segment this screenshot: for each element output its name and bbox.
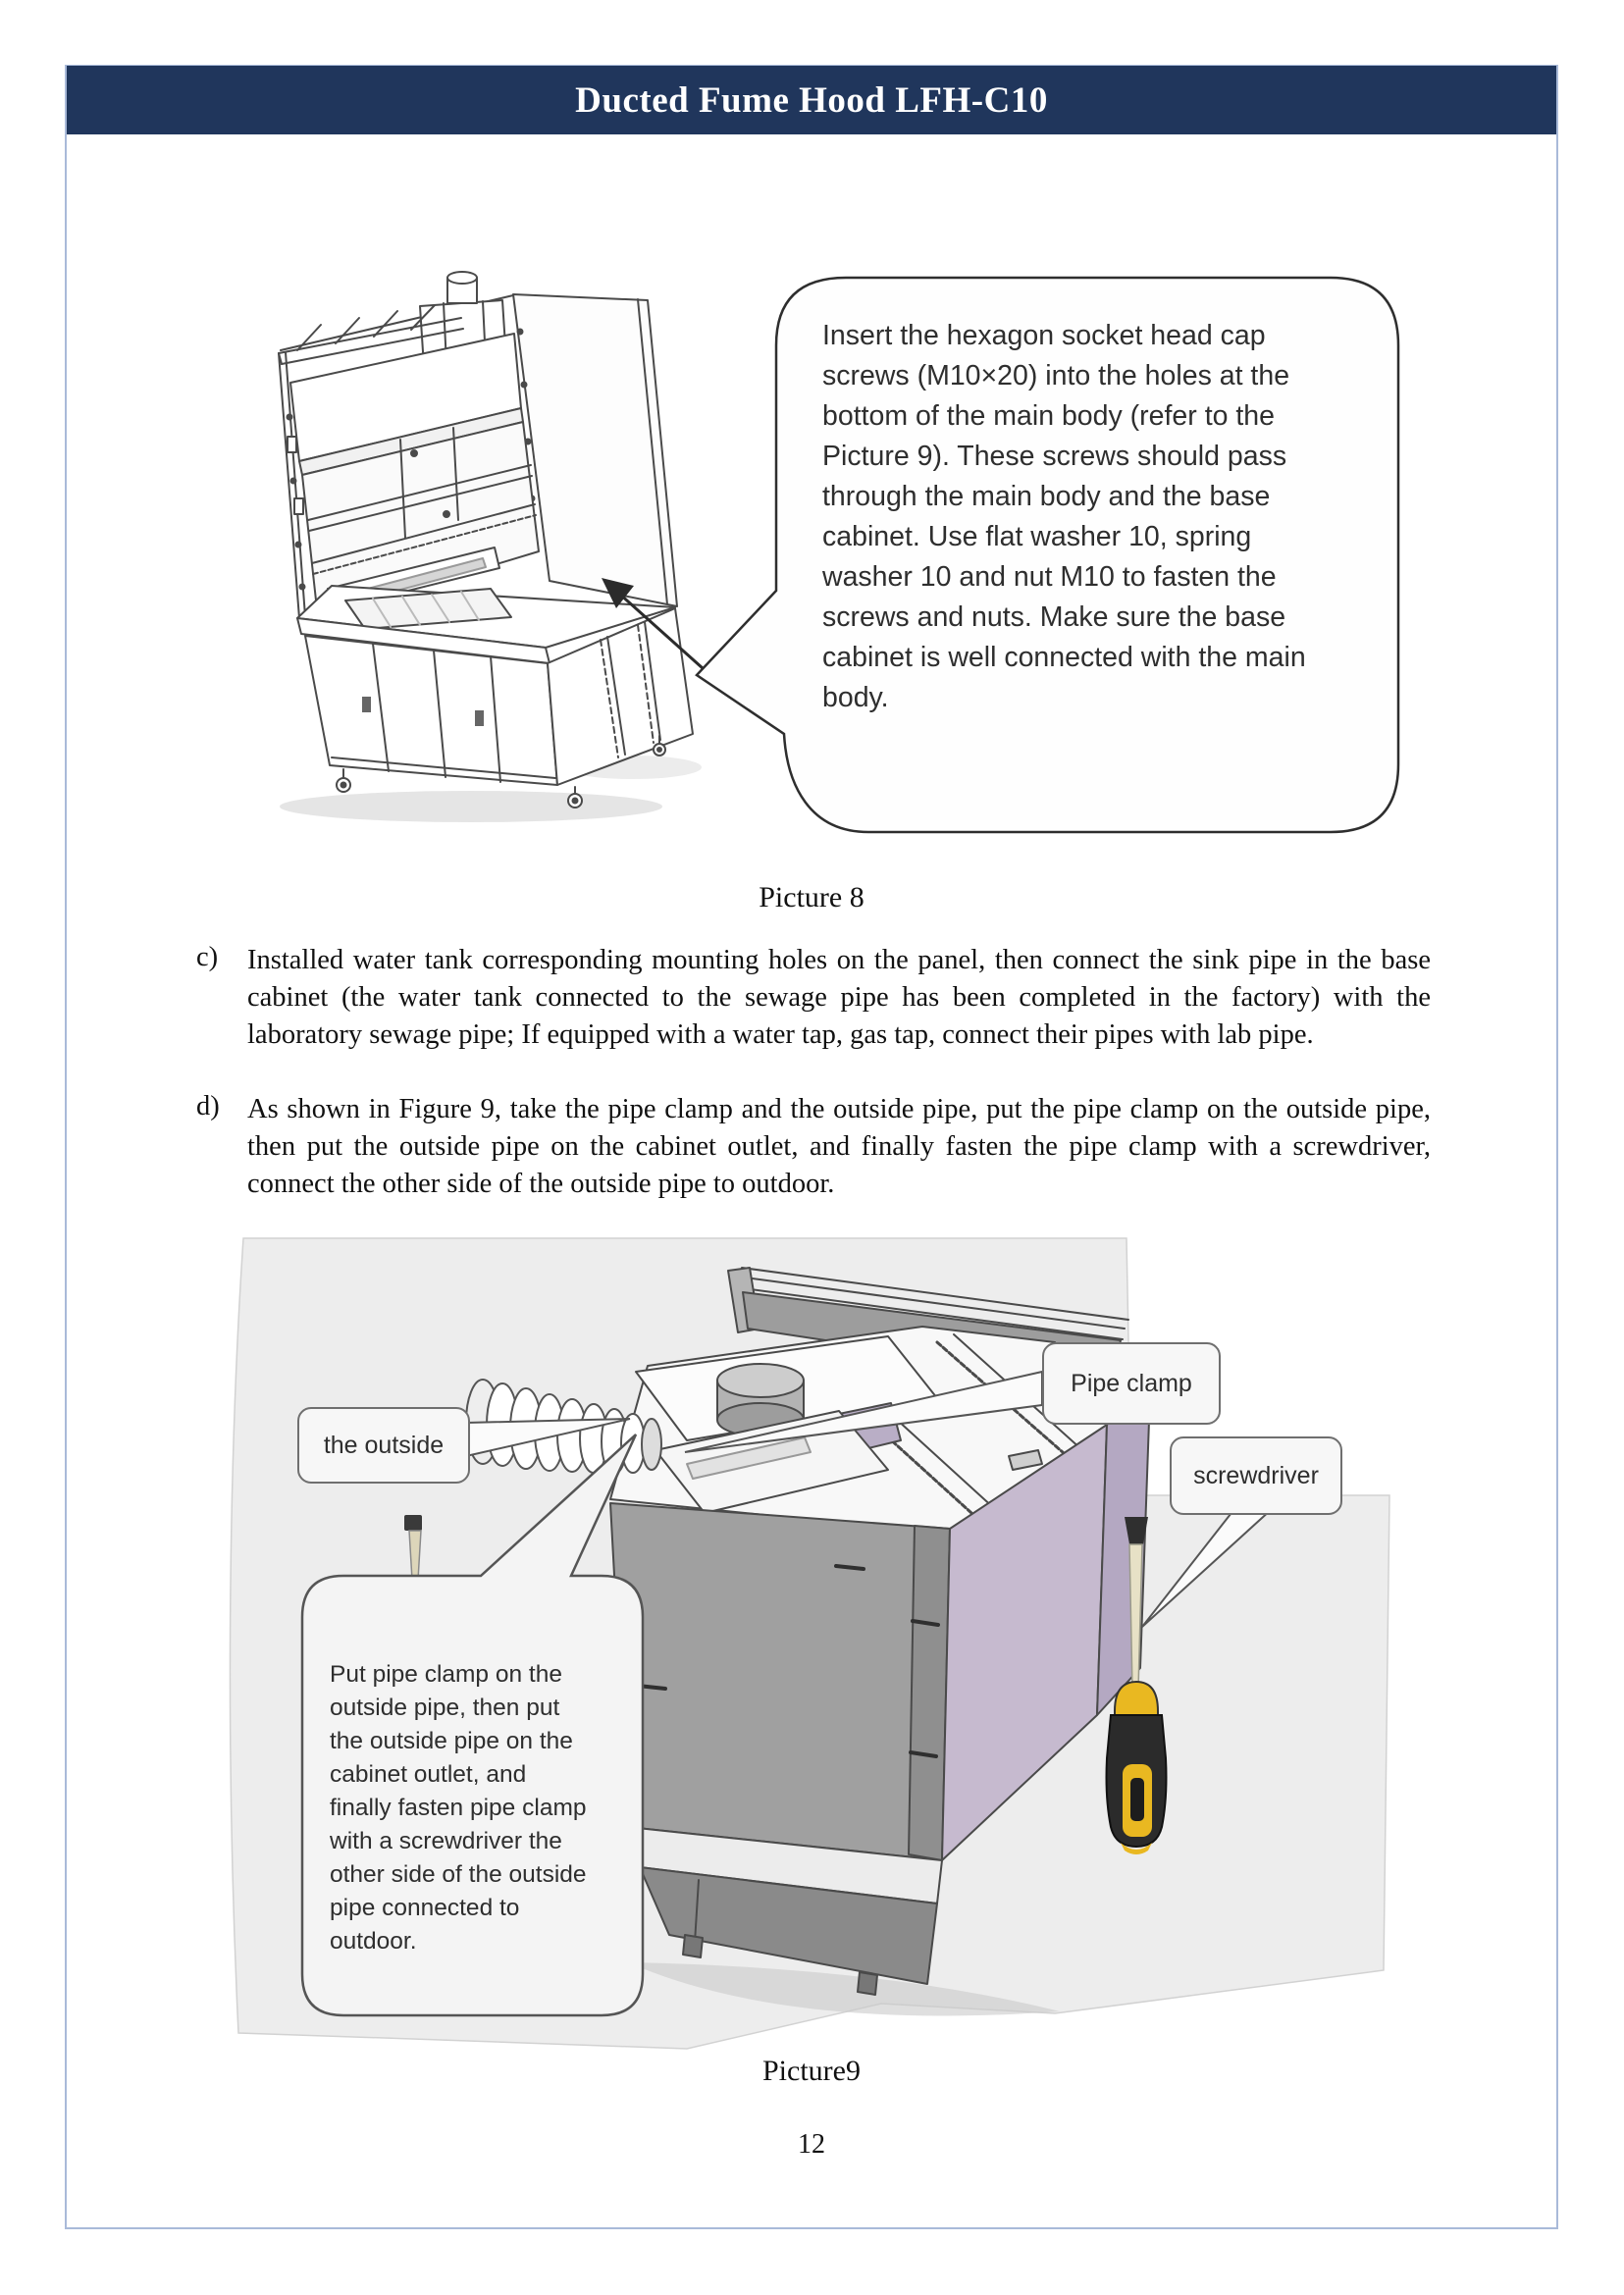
outside-label: the outside	[297, 1407, 470, 1484]
fume-hood-line-drawing	[278, 271, 694, 808]
list-marker-c: c)	[196, 942, 219, 972]
list-marker-d: d)	[196, 1091, 220, 1121]
figure9-callout-text: Put pipe clamp on the outside pipe, then…	[330, 1661, 587, 1955]
cabinet-shadow	[628, 1962, 1060, 2016]
figure9-speech-bubble	[300, 1434, 645, 2017]
list-item-d: As shown in Figure 9, take the pipe clam…	[247, 1094, 1431, 1199]
figure8-callout-text: Insert the hexagon socket head cap screw…	[822, 320, 1306, 713]
figure9-pointers	[465, 1370, 1275, 1628]
page-header: Ducted Fume Hood LFH-C10	[67, 66, 1556, 134]
figure8-drawing	[278, 271, 1400, 834]
figure8-caption: Picture 8	[759, 881, 864, 913]
fume-hood-shadow	[280, 756, 702, 822]
screwdriver-label-text: screwdriver	[1193, 1461, 1319, 1489]
outside-label-text: the outside	[323, 1431, 445, 1459]
list-item-c: Installed water tank corresponding mount…	[247, 945, 1431, 1050]
pipe-clamp-label: Pipe clamp	[1042, 1342, 1221, 1425]
figure8-arrow	[602, 578, 705, 670]
pipe-clamp-label-text: Pipe clamp	[1071, 1369, 1192, 1397]
page-number: 12	[798, 2129, 825, 2160]
screwdriver-label: screwdriver	[1170, 1436, 1342, 1515]
figure8-speech-bubble	[695, 276, 1400, 834]
page-title: Ducted Fume Hood LFH-C10	[575, 79, 1048, 121]
screwdriver	[1105, 1517, 1168, 1854]
figure9-drawing	[229, 1237, 1390, 2050]
figure9-caption: Picture9	[762, 2055, 861, 2087]
cabinet-drawing	[465, 1267, 1151, 1996]
